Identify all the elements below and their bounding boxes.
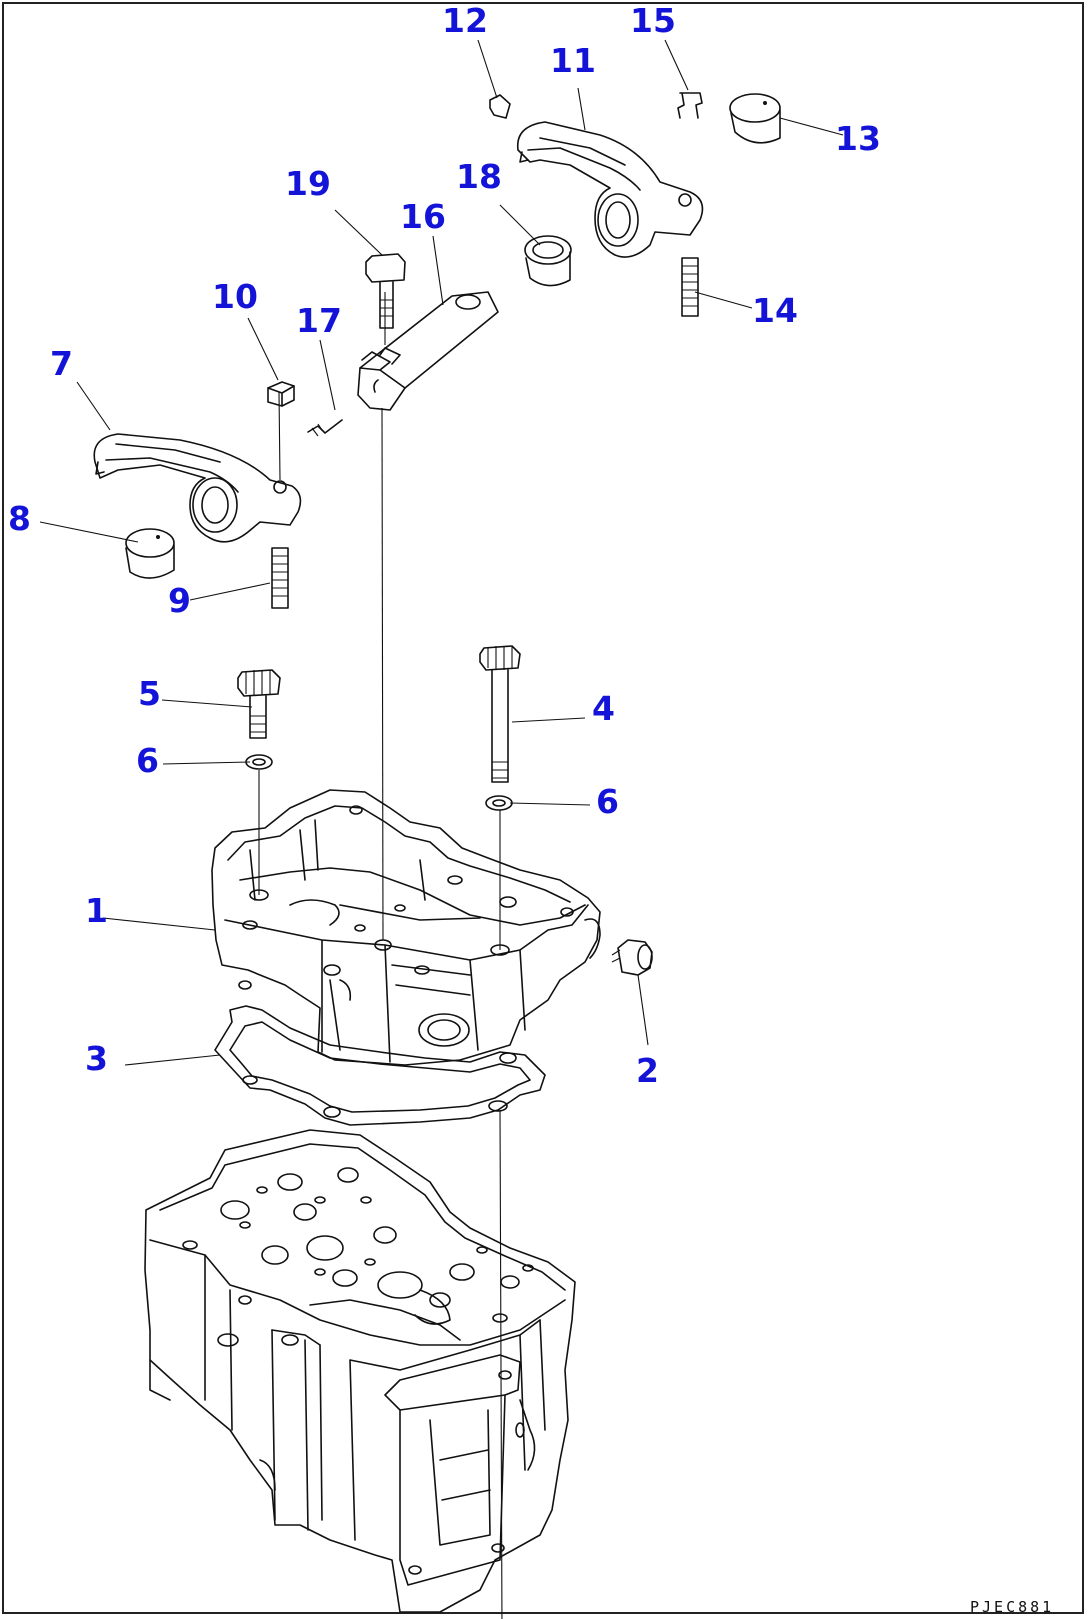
- part-19-bolt: [365, 253, 406, 329]
- leader-4: [511, 717, 586, 723]
- callout-8: 8: [8, 499, 31, 538]
- leader-9: [189, 582, 271, 601]
- drawing-code: PJEC881: [970, 1598, 1054, 1616]
- axis-line-lower: [499, 1109, 503, 1619]
- callout-11: 11: [550, 41, 596, 80]
- leader-5: [161, 699, 253, 708]
- axis-line-10: [278, 391, 281, 481]
- callout-5: 5: [138, 674, 161, 713]
- part-2-plug: [611, 939, 653, 976]
- callout-17: 17: [296, 301, 342, 340]
- callout-labels: 1 2 3 4 5 6 6 7 8 9 10 11 12 13 14 15 16…: [8, 1, 881, 1090]
- leader-1: [102, 917, 216, 931]
- callout-19: 19: [285, 164, 331, 203]
- leader-6b: [509, 802, 591, 806]
- cylinder-head: [144, 1129, 576, 1613]
- callout-16: 16: [400, 197, 446, 236]
- part-1-rocker-housing: [211, 789, 601, 1066]
- part-9-screw: [271, 547, 289, 609]
- leader-lines: [39, 39, 844, 1619]
- leader-6a: [162, 761, 251, 765]
- callout-9: 9: [168, 581, 191, 620]
- part-16-shaft-bracket: [357, 291, 499, 411]
- axis-line-16: [381, 407, 384, 941]
- part-6-washer-right: [485, 795, 513, 811]
- leader-10: [247, 317, 279, 381]
- leader-17: [319, 339, 336, 411]
- part-3-gasket: [214, 1005, 546, 1126]
- part-6-washer-left: [245, 754, 273, 770]
- callout-1: 1: [85, 891, 108, 930]
- leader-12: [477, 39, 498, 99]
- callout-3: 3: [85, 1039, 108, 1078]
- part-18-bushing: [524, 235, 572, 287]
- callout-4: 4: [592, 689, 615, 728]
- part-15-clip: [677, 92, 703, 119]
- part-17-screw: [307, 419, 343, 437]
- callout-7: 7: [50, 344, 73, 383]
- leader-2: [637, 974, 649, 1046]
- part-13-bushing: [729, 93, 781, 144]
- leader-8: [39, 521, 139, 543]
- leader-14: [694, 291, 753, 309]
- callout-15: 15: [630, 1, 676, 40]
- part-11-rocker-arm: [516, 121, 704, 258]
- leader-19: [334, 209, 383, 256]
- leader-11: [577, 87, 586, 131]
- callout-14: 14: [752, 291, 798, 330]
- part-5-bolt: [237, 669, 281, 739]
- callout-18: 18: [456, 157, 502, 196]
- callout-6-left: 6: [136, 741, 159, 780]
- callout-6-right: 6: [596, 782, 619, 821]
- part-10-nut: [267, 381, 295, 407]
- leader-7: [76, 381, 111, 431]
- part-12-pin: [489, 94, 511, 119]
- callout-2: 2: [636, 1051, 659, 1090]
- part-7-rocker-arm: [93, 433, 302, 543]
- part-14-screw: [681, 257, 699, 317]
- leader-16: [432, 235, 444, 306]
- part-4-bolt: [479, 645, 521, 783]
- leader-15: [664, 39, 689, 91]
- leader-13: [779, 117, 844, 136]
- callout-13: 13: [835, 119, 881, 158]
- callout-10: 10: [212, 277, 258, 316]
- leader-3: [124, 1054, 221, 1066]
- part-8-bushing: [125, 528, 175, 579]
- callout-12: 12: [442, 1, 488, 40]
